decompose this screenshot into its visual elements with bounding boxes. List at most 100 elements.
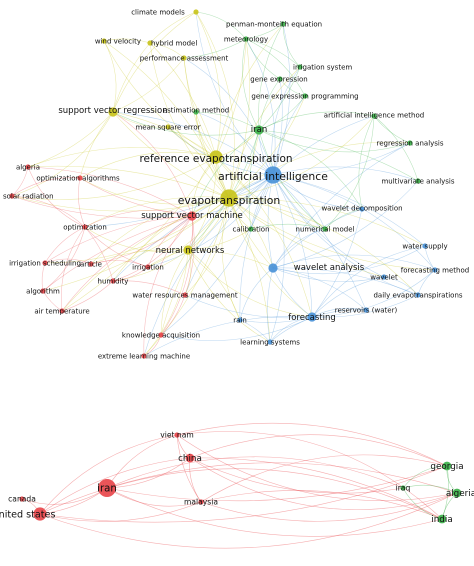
- network-edge: [311, 276, 385, 318]
- network-edge: [195, 11, 221, 158]
- network-node[interactable]: [268, 263, 278, 273]
- network-edge: [248, 129, 260, 230]
- network-node[interactable]: [145, 264, 151, 270]
- network-node[interactable]: [359, 206, 365, 212]
- network-node[interactable]: [415, 292, 421, 298]
- network-node[interactable]: [158, 332, 164, 338]
- network-edge: [27, 147, 217, 168]
- network-edge: [61, 156, 217, 312]
- network-node[interactable]: [42, 260, 48, 266]
- network-node[interactable]: [363, 307, 369, 313]
- network-node[interactable]: [243, 36, 249, 42]
- network-edge: [79, 177, 193, 217]
- network-node[interactable]: [267, 339, 273, 345]
- network-edge: [184, 197, 230, 296]
- network-edge: [245, 38, 301, 68]
- network-edge: [383, 276, 419, 296]
- network-edge: [27, 111, 114, 168]
- network-node[interactable]: [174, 432, 180, 438]
- network-node[interactable]: [400, 485, 406, 491]
- network-node[interactable]: [182, 292, 188, 298]
- network-edge: [84, 226, 114, 282]
- network-edge: [195, 111, 260, 131]
- network-node[interactable]: [237, 317, 243, 323]
- network-edge: [147, 215, 193, 268]
- network-node[interactable]: [98, 479, 116, 497]
- network-node[interactable]: [110, 278, 116, 284]
- network-edge: [228, 197, 271, 343]
- network-node[interactable]: [59, 308, 65, 314]
- node-label: iraq: [396, 484, 411, 493]
- network-node[interactable]: [185, 453, 195, 463]
- node-label: wavelet: [370, 274, 398, 282]
- network-edge: [200, 490, 443, 520]
- network-node[interactable]: [297, 64, 303, 70]
- network-edge: [149, 42, 185, 59]
- network-node[interactable]: [437, 514, 447, 524]
- network-edge: [78, 177, 86, 228]
- network-node[interactable]: [33, 507, 47, 521]
- network-node[interactable]: [82, 224, 88, 230]
- network-edge: [90, 197, 230, 265]
- network-node[interactable]: [193, 109, 199, 115]
- network-node[interactable]: [40, 288, 46, 294]
- network-node[interactable]: [187, 211, 197, 221]
- network-node[interactable]: [141, 353, 147, 359]
- network-node[interactable]: [19, 496, 25, 502]
- network-edge: [311, 269, 436, 318]
- network-edge: [143, 249, 189, 357]
- network-edge: [267, 267, 274, 343]
- network-node[interactable]: [25, 164, 31, 170]
- network-edge: [183, 57, 230, 199]
- network-node[interactable]: [183, 245, 193, 255]
- node-label: algorithm: [26, 288, 60, 296]
- network-edge: [44, 197, 230, 264]
- node-label: meteorology: [224, 36, 268, 44]
- network-node[interactable]: [248, 226, 254, 232]
- node-label: neural networks: [156, 246, 225, 256]
- network-node[interactable]: [381, 274, 387, 280]
- network-node[interactable]: [432, 267, 438, 273]
- network-edge: [221, 197, 241, 321]
- network-node[interactable]: [264, 166, 282, 184]
- network-node[interactable]: [198, 499, 204, 505]
- network-node[interactable]: [77, 175, 83, 181]
- network-node[interactable]: [277, 76, 283, 82]
- network-node[interactable]: [165, 124, 171, 130]
- network-node[interactable]: [415, 178, 421, 184]
- network-edge: [228, 197, 385, 278]
- network-node[interactable]: [193, 9, 199, 15]
- network-node[interactable]: [88, 261, 94, 267]
- network-node[interactable]: [422, 243, 428, 249]
- network-node[interactable]: [280, 21, 286, 27]
- network-edge: [200, 454, 448, 503]
- network-edge: [103, 38, 151, 44]
- network-node[interactable]: [220, 189, 238, 207]
- network-node[interactable]: [302, 93, 308, 99]
- network-edge: [84, 226, 149, 268]
- node-label: performance assessment: [140, 55, 229, 63]
- network-node[interactable]: [9, 193, 15, 199]
- network-node[interactable]: [452, 488, 462, 498]
- network-node[interactable]: [254, 125, 264, 135]
- network-node[interactable]: [147, 40, 153, 46]
- network-edge: [195, 11, 274, 176]
- network-node[interactable]: [407, 140, 413, 146]
- node-label: extreme learning machine: [98, 353, 190, 361]
- network-node[interactable]: [108, 107, 118, 117]
- network-edge: [176, 434, 458, 501]
- network-edge: [311, 208, 363, 318]
- network-edge: [106, 434, 178, 489]
- node-label: evapotranspiration: [178, 194, 280, 207]
- network-node[interactable]: [307, 312, 317, 322]
- network-node[interactable]: [209, 150, 223, 164]
- network-node[interactable]: [101, 38, 107, 44]
- network-node[interactable]: [322, 226, 328, 232]
- node-label: numerical model: [296, 226, 355, 234]
- network-edge: [402, 484, 458, 494]
- network-edge: [272, 142, 411, 269]
- network-node[interactable]: [371, 113, 377, 119]
- network-node[interactable]: [442, 461, 452, 471]
- network-node[interactable]: [181, 55, 187, 61]
- network-edge: [187, 249, 313, 318]
